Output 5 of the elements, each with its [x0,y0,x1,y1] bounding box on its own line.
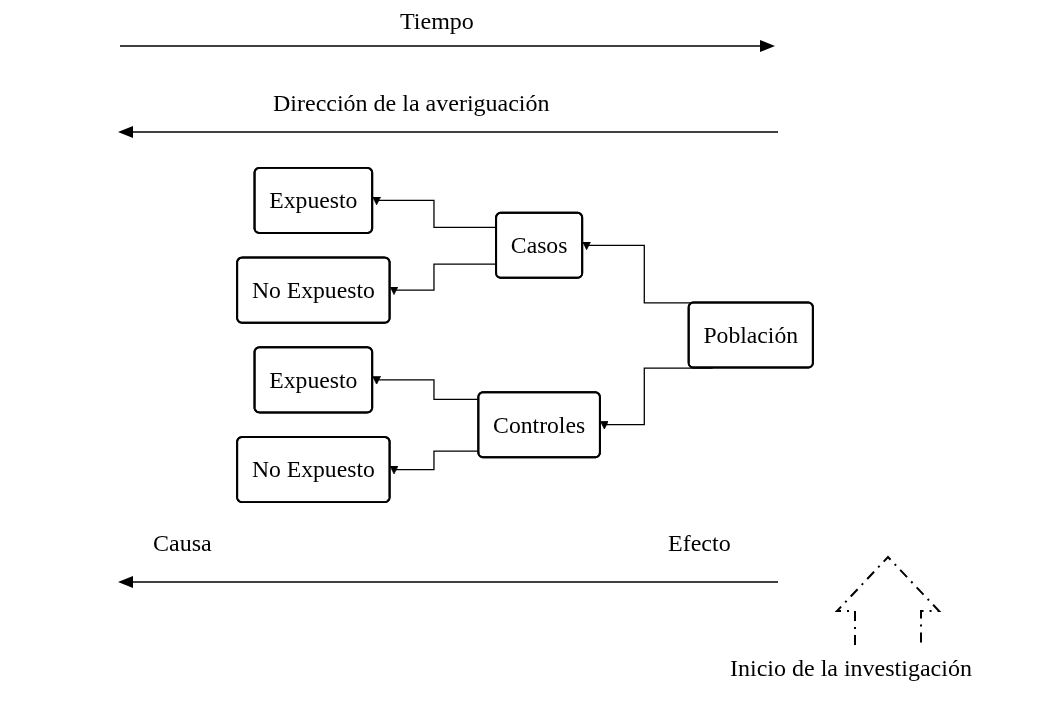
label-text: Causa [153,530,212,557]
label-text: Dirección de la averiguación [273,90,550,117]
caption-text: Inicio de la investigación [730,655,972,682]
label-text: Efecto [668,530,731,557]
label-text: Tiempo [400,8,474,35]
